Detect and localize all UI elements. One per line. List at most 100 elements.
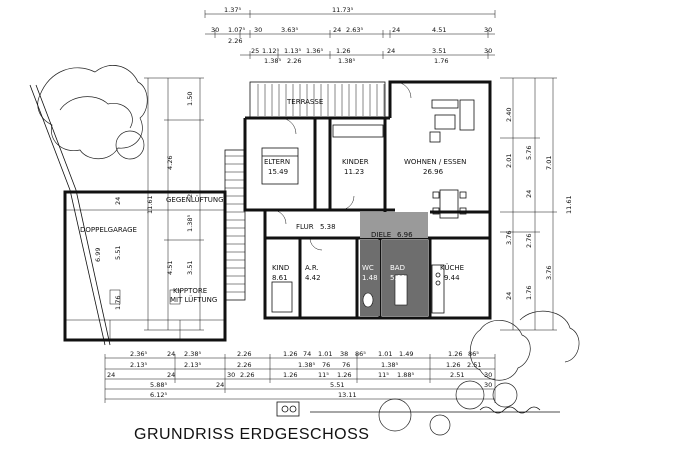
svg-text:2.63⁵: 2.63⁵ bbox=[346, 26, 363, 34]
svg-text:11.61: 11.61 bbox=[146, 195, 154, 214]
room-area-eltern: 15.49 bbox=[268, 168, 288, 176]
garage-details bbox=[65, 209, 225, 340]
furniture bbox=[261, 81, 475, 314]
room-label-bad: BAD bbox=[390, 264, 405, 272]
room-label-terrasse: TERRASSE bbox=[286, 98, 323, 106]
svg-text:1.01: 1.01 bbox=[318, 350, 332, 358]
svg-text:24: 24 bbox=[333, 26, 341, 34]
svg-text:24: 24 bbox=[392, 26, 400, 34]
svg-text:2.26: 2.26 bbox=[237, 350, 251, 358]
svg-text:30: 30 bbox=[484, 381, 492, 389]
svg-text:1.26: 1.26 bbox=[283, 371, 297, 379]
bottom-dimension-chains: 2.36⁵ 24 2.38⁵ 2.26 1.26 74 1.01 38 86⁵ … bbox=[104, 350, 496, 403]
stairs bbox=[224, 149, 246, 301]
label-kipptore-sub: MIT LÜFTUNG bbox=[170, 295, 217, 304]
svg-text:74: 74 bbox=[303, 350, 311, 358]
svg-text:1.49: 1.49 bbox=[399, 350, 413, 358]
svg-text:30: 30 bbox=[484, 47, 492, 55]
svg-text:1.26: 1.26 bbox=[336, 47, 350, 55]
svg-text:2.13⁵: 2.13⁵ bbox=[184, 361, 201, 369]
room-area-wc: 1.48 bbox=[362, 274, 378, 282]
svg-text:1.01: 1.01 bbox=[378, 350, 392, 358]
svg-text:2.26: 2.26 bbox=[237, 361, 251, 369]
svg-text:3.51: 3.51 bbox=[186, 261, 194, 275]
svg-text:24: 24 bbox=[505, 292, 513, 300]
room-label-kinder: KINDER bbox=[342, 158, 369, 166]
svg-text:1.38⁵: 1.38⁵ bbox=[264, 57, 281, 65]
svg-text:1.88⁵: 1.88⁵ bbox=[397, 371, 414, 379]
svg-text:2.26: 2.26 bbox=[228, 37, 242, 45]
svg-text:1.38⁵: 1.38⁵ bbox=[186, 215, 194, 232]
svg-text:4.26: 4.26 bbox=[166, 156, 174, 170]
svg-text:24: 24 bbox=[186, 190, 194, 198]
room-area-diele: 6.96 bbox=[397, 231, 413, 239]
svg-text:86⁵: 86⁵ bbox=[355, 350, 366, 358]
svg-text:24: 24 bbox=[114, 197, 122, 205]
room-label-diele: DIELE bbox=[371, 231, 391, 239]
svg-text:2.51: 2.51 bbox=[467, 361, 481, 369]
svg-text:2.40: 2.40 bbox=[505, 108, 513, 122]
room-label-kind: KIND bbox=[272, 264, 289, 272]
svg-text:4.51: 4.51 bbox=[432, 26, 446, 34]
svg-text:1.76: 1.76 bbox=[434, 57, 448, 65]
svg-text:24: 24 bbox=[167, 350, 175, 358]
svg-text:1.26: 1.26 bbox=[283, 350, 297, 358]
room-labels: TERRASSE ELTERN 15.49 KINDER 11.23 WOHNE… bbox=[80, 98, 466, 304]
top-dimension-chains: 1.37⁵ 11.73⁵ 30 1.07⁵ 30 3.63⁵ 24 2.63⁵ … bbox=[204, 6, 496, 65]
svg-text:1.38⁵: 1.38⁵ bbox=[338, 57, 355, 65]
room-label-eltern: ELTERN bbox=[264, 158, 290, 166]
svg-text:1.76: 1.76 bbox=[114, 296, 122, 310]
drawing-title: GRUNDRISS ERDGESCHOSS bbox=[134, 426, 370, 443]
svg-text:2.76: 2.76 bbox=[525, 234, 533, 248]
svg-text:3.76: 3.76 bbox=[545, 266, 553, 280]
svg-text:30: 30 bbox=[227, 371, 235, 379]
room-area-kinder: 11.23 bbox=[344, 168, 364, 176]
svg-text:30: 30 bbox=[211, 26, 219, 34]
top-dim-2: 11.73⁵ bbox=[332, 6, 354, 14]
svg-text:1.26: 1.26 bbox=[446, 361, 460, 369]
svg-text:2.26: 2.26 bbox=[240, 371, 254, 379]
svg-text:5.76: 5.76 bbox=[525, 146, 533, 160]
svg-text:1.36⁵: 1.36⁵ bbox=[306, 47, 323, 55]
room-label-ar: A.R. bbox=[305, 264, 319, 272]
svg-text:1.26: 1.26 bbox=[337, 371, 351, 379]
svg-text:1.13⁵: 1.13⁵ bbox=[284, 47, 301, 55]
svg-text:1.76: 1.76 bbox=[525, 286, 533, 300]
landscape-trees bbox=[29, 65, 580, 436]
svg-text:30: 30 bbox=[484, 371, 492, 379]
room-area-kueche: 9.44 bbox=[444, 274, 460, 282]
svg-text:11⁵: 11⁵ bbox=[318, 371, 329, 379]
svg-text:1.38⁵: 1.38⁵ bbox=[381, 361, 398, 369]
svg-text:1.07⁵: 1.07⁵ bbox=[228, 26, 245, 34]
svg-text:7.01: 7.01 bbox=[545, 156, 553, 170]
label-gegenlueftung: GEGENLÜFTUNG bbox=[166, 195, 224, 204]
room-label-garage: DOPPELGARAGE bbox=[80, 226, 137, 234]
svg-text:1.50: 1.50 bbox=[186, 92, 194, 106]
svg-text:3.76: 3.76 bbox=[505, 231, 513, 245]
svg-text:1.26: 1.26 bbox=[448, 350, 462, 358]
svg-text:5.88⁵: 5.88⁵ bbox=[150, 381, 167, 389]
svg-text:13.11: 13.11 bbox=[338, 391, 357, 399]
svg-text:24: 24 bbox=[167, 371, 175, 379]
svg-text:24: 24 bbox=[216, 381, 224, 389]
svg-text:25: 25 bbox=[251, 47, 259, 55]
room-area-flur: 5.38 bbox=[320, 223, 336, 231]
room-area-kind: 8.61 bbox=[272, 274, 288, 282]
svg-text:86⁵: 86⁵ bbox=[468, 350, 479, 358]
svg-text:24: 24 bbox=[387, 47, 395, 55]
svg-text:24: 24 bbox=[107, 371, 115, 379]
right-dimension-chains: 2.40 2.01 5.76 7.01 11.61 3.76 24 2.76 1… bbox=[500, 77, 573, 331]
room-label-wohnen: WOHNEN / ESSEN bbox=[404, 158, 466, 166]
svg-text:11.61: 11.61 bbox=[565, 195, 573, 214]
svg-text:2.01: 2.01 bbox=[505, 154, 513, 168]
label-kipptore: KIPPTORE bbox=[173, 287, 207, 295]
svg-text:5.51: 5.51 bbox=[114, 246, 122, 260]
svg-text:5.51: 5.51 bbox=[330, 381, 344, 389]
svg-text:24: 24 bbox=[525, 190, 533, 198]
room-area-ar: 4.42 bbox=[305, 274, 321, 282]
svg-text:30: 30 bbox=[484, 26, 492, 34]
left-dimension-chains: 1.50 4.26 24 11.61 1.38⁵ 3.51 4.51 6.99 … bbox=[94, 77, 204, 331]
svg-text:76: 76 bbox=[342, 361, 350, 369]
svg-text:2.26: 2.26 bbox=[287, 57, 301, 65]
